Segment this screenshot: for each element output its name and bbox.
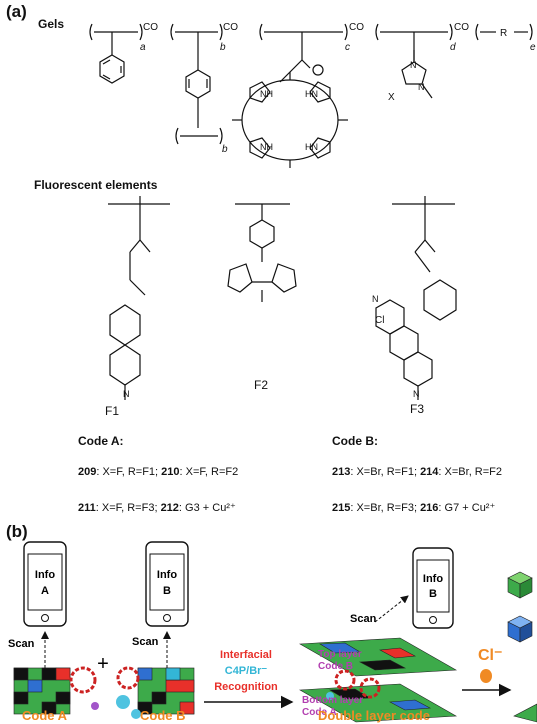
gel-214-desc: : X=Br, R=F2	[438, 466, 503, 478]
gel-213-id: 213	[332, 466, 351, 478]
phone-a-line2: A	[41, 585, 49, 597]
plus-sign: +	[97, 653, 109, 675]
subscript-d: d	[450, 42, 456, 53]
hn-label-2: HN	[305, 142, 318, 152]
phone-c-line2: B	[429, 588, 437, 600]
r-label: R	[500, 28, 507, 39]
gel-212-id: 212	[160, 502, 179, 514]
top-layer-label: Top layer	[318, 649, 362, 660]
gel-211-desc: : X=F, R=F3;	[95, 502, 158, 514]
subscript-c: c	[345, 42, 350, 53]
cube-green	[507, 571, 533, 599]
phone-b-line2: B	[163, 585, 171, 597]
co-label-3: CO	[349, 22, 364, 33]
gel-215-id: 215	[332, 502, 351, 514]
gel-210-id: 210	[161, 466, 180, 478]
gel-216-id: 216	[420, 502, 439, 514]
panel-b-label: (b)	[6, 522, 28, 541]
cl-counterion: Cl	[375, 315, 384, 326]
n-label-1: N	[410, 60, 417, 70]
interfacial-label: Interfacial	[220, 649, 272, 661]
subscript-b-lower: b	[222, 144, 228, 155]
code-b-line-1: 213: X=Br, R=F1; 214: X=Br, R=F2	[332, 466, 537, 478]
phone-b: Info B	[145, 541, 189, 627]
gel-213-desc: : X=Br, R=F1;	[350, 466, 417, 478]
x-counterion: X	[388, 92, 395, 103]
code-a-title: Code A:	[78, 434, 124, 448]
f3-n-label: N	[413, 389, 420, 399]
gel-216-desc: : G7 + Cu²⁺	[438, 502, 496, 514]
gel-structure-diagram: CO CO CO CO R a b c d e b NH HN NH HN N …	[89, 22, 536, 168]
fluorescent-structures-diagram: N N N Cl	[108, 196, 457, 400]
cube-blue	[507, 615, 533, 643]
gels-heading: Gels	[38, 17, 65, 31]
co-label-4: CO	[454, 22, 469, 33]
gel-215-desc: : X=Br, R=F3;	[350, 502, 417, 514]
chloride-label: Cl⁻	[478, 647, 502, 664]
n-label-2: N	[418, 82, 425, 92]
gel-214-id: 214	[420, 466, 439, 478]
recognition-label: Recognition	[214, 681, 278, 693]
co-label-1: CO	[143, 22, 158, 33]
f1-label: F1	[105, 404, 120, 418]
code-b-grid	[137, 667, 195, 715]
gel-209-desc: : X=F, R=F1;	[96, 466, 159, 478]
scan-label-a: Scan	[8, 638, 35, 650]
top-code-label: Code B	[318, 661, 353, 672]
subscript-b: b	[220, 42, 226, 53]
code-b-line-2: 215: X=Br, R=F3; 216: G7 + Cu²⁺	[332, 501, 537, 514]
phone-a: Info A	[23, 541, 67, 627]
panel-a-label: (a)	[6, 2, 27, 21]
phone-c-line1: Info	[423, 573, 443, 585]
gel-210-desc: : X=F, R=F2	[179, 466, 239, 478]
f3-label: F3	[410, 402, 425, 416]
code-a-line-2: 211: X=F, R=F3; 212: G3 + Cu²⁺	[78, 501, 236, 514]
scan-label-c: Scan	[350, 613, 377, 625]
subscript-e: e	[530, 42, 536, 53]
recognition-pair-label: C4P/Br⁻	[225, 665, 268, 677]
f1-n-label: N	[123, 389, 130, 399]
subscript-a: a	[140, 42, 146, 53]
double-layer-code	[298, 637, 458, 723]
code-b-caption: Code B	[140, 708, 186, 723]
phone-c: Info B	[412, 547, 454, 629]
f3-n-plus-label: N	[372, 294, 379, 304]
code-a-line-1: 209: X=F, R=F1; 210: X=F, R=F2	[78, 466, 238, 478]
nh-label-1: NH	[260, 89, 273, 99]
code-b-title: Code B:	[332, 434, 378, 448]
phone-b-line1: Info	[157, 569, 177, 581]
gel-211-id: 211	[78, 502, 96, 514]
scan-label-b: Scan	[132, 636, 159, 648]
bottom-layer-label: Bottom layer	[302, 695, 363, 706]
co-label-2: CO	[223, 22, 238, 33]
nh-label-2: NH	[260, 142, 273, 152]
phone-a-line1: Info	[35, 569, 55, 581]
gel-212-desc: : G3 + Cu²⁺	[178, 502, 236, 514]
fluorescent-heading: Fluorescent elements	[34, 178, 158, 192]
f2-label: F2	[254, 378, 269, 392]
bottom-code-label: Code A	[302, 707, 337, 718]
gel-209-id: 209	[78, 466, 97, 478]
panel-b-diagram: Info A Info B Info B Scan Scan Scan	[8, 541, 537, 723]
code-a-caption: Code A	[22, 708, 68, 723]
code-a-grid	[13, 667, 71, 715]
double-layer-caption: Double layer code	[318, 708, 430, 723]
hn-label-1: HN	[305, 89, 318, 99]
